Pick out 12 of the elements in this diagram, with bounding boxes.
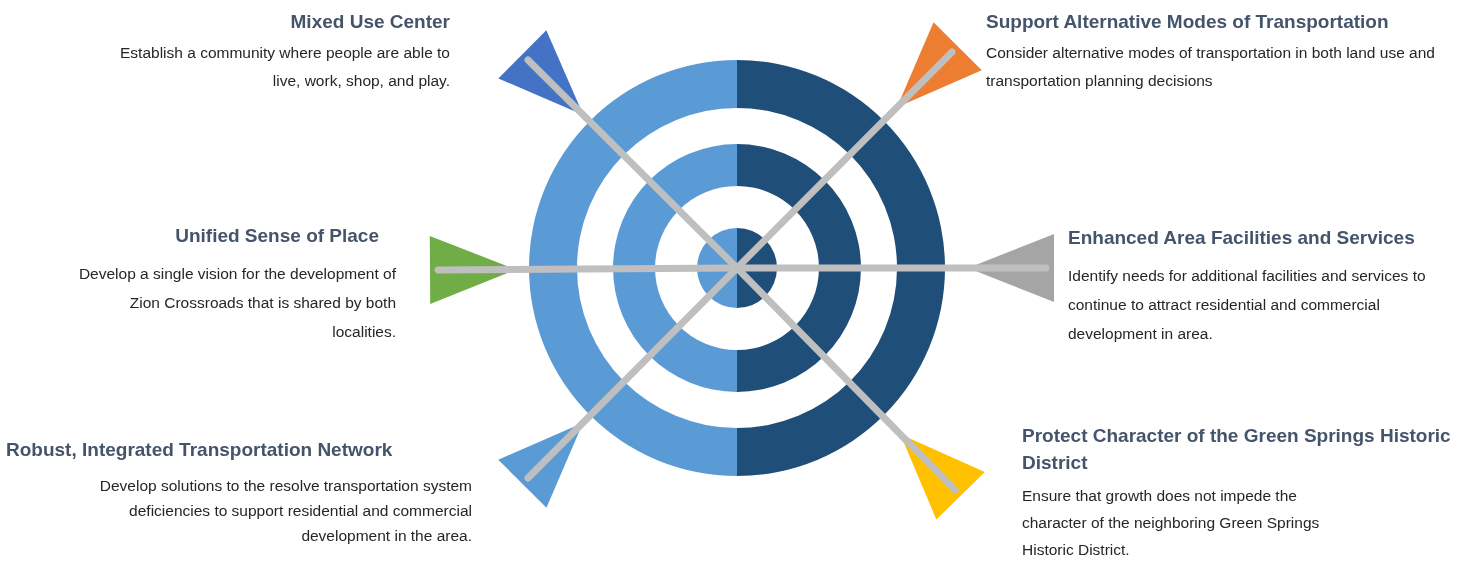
goal-description: Identify needs for additional facilities and services to continue to attract residential and commercial development in area. bbox=[1068, 266, 1427, 344]
goal-heading: Mixed Use Center bbox=[290, 10, 450, 34]
goal-description: Develop solutions to the resolve transportation system deficiencies to support residential and commercial development in the area. bbox=[98, 476, 472, 546]
goal-heading: Support Alternative Modes of Transportation bbox=[986, 10, 1389, 34]
goal-description: Ensure that growth does not impede the character of the neighboring Green Springs Historic District. bbox=[1022, 486, 1321, 560]
goal-description: Develop a single vision for the development of Zion Crossroads that is shared by both localities. bbox=[77, 264, 396, 342]
goal-heading: Enhanced Area Facilities and Services bbox=[1068, 226, 1415, 250]
goal-heading: Protect Character of the Green Springs Historic District bbox=[1022, 424, 1452, 475]
goal-description: Consider alternative modes of transportation in both land use and transportation planning decisions bbox=[986, 43, 1436, 91]
goal-description: Establish a community where people are able to live, work, shop, and play. bbox=[120, 43, 450, 91]
goal-heading: Robust, Integrated Transportation Network bbox=[6, 438, 393, 462]
goal-heading: Unified Sense of Place bbox=[175, 224, 380, 248]
